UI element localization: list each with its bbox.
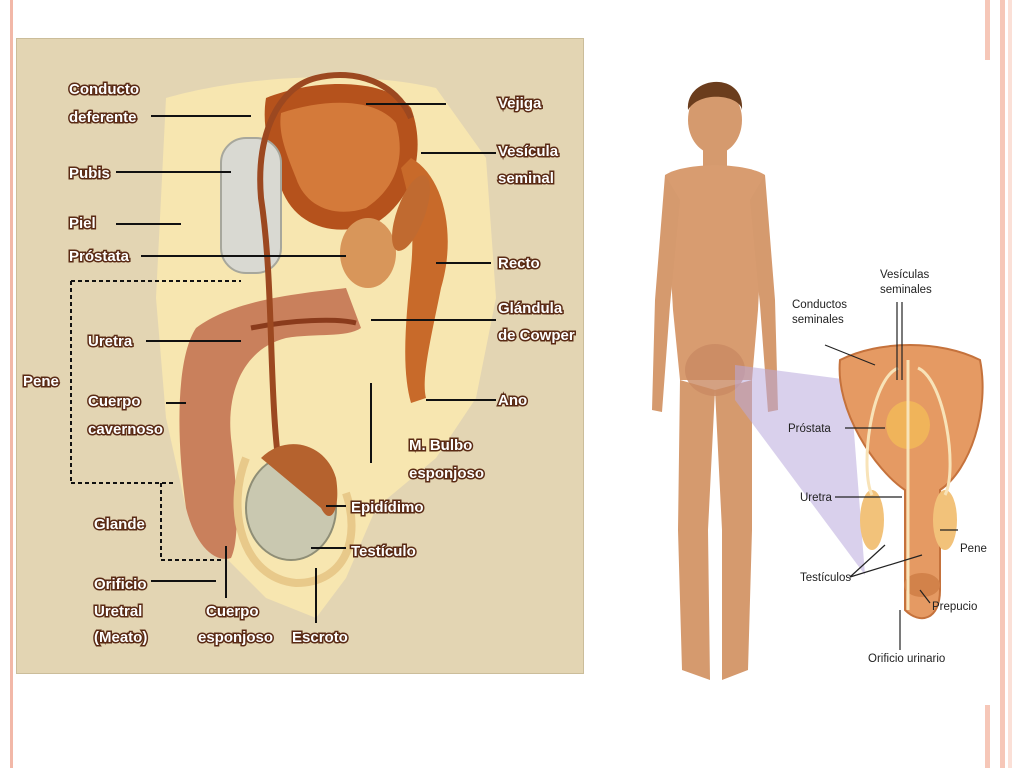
epididymis-shape — [261, 444, 338, 517]
body-figure-diagram: Vesículas seminales Conductos seminales … — [652, 81, 987, 680]
slide-border-right-outer — [1008, 0, 1012, 768]
label-uretra-right: Uretra — [800, 492, 833, 504]
label-ano: Ano — [498, 392, 527, 409]
label-orificio-urinario: Orificio urinario — [868, 653, 945, 665]
label-cuerpo: Cuerpo — [88, 393, 141, 410]
human-figure — [652, 81, 778, 680]
magnification-wedge — [735, 365, 865, 575]
slide-border-right — [1000, 0, 1005, 768]
seminal-vesicle-shape — [392, 175, 430, 251]
pubis-bone — [220, 137, 282, 274]
label-prostata-right: Próstata — [788, 423, 831, 435]
label-seminales: seminales — [880, 284, 932, 296]
label-conductos-seminales: seminales — [792, 314, 844, 326]
label-pene: Pene — [23, 373, 59, 390]
label-recto: Recto — [498, 255, 540, 272]
label-seminal: seminal — [498, 170, 554, 187]
label-piel: Piel — [69, 215, 96, 232]
label-vesiculas: Vesículas — [880, 269, 929, 281]
prostate-shape — [340, 218, 396, 288]
label-cavernoso: cavernoso — [88, 421, 163, 438]
label-pubis: Pubis — [69, 165, 110, 182]
label-epididimo: Epidídimo — [351, 499, 424, 516]
label-prostata: Próstata — [69, 248, 130, 265]
label-deferente: deferente — [69, 109, 137, 126]
scrotum-outline — [233, 456, 356, 588]
label-testiculos: Testículos — [800, 572, 851, 584]
label-testiculo: Testículo — [351, 543, 416, 560]
label-pene-right: Pene — [960, 543, 987, 555]
urethra-path — [250, 317, 357, 331]
sagittal-anatomy-diagram: Conducto deferente Pubis Piel Próstata P… — [16, 38, 584, 674]
label-m-bulbo: M. Bulbo — [409, 437, 472, 454]
label-vesicula: Vesícula — [498, 143, 559, 160]
label-meato: (Meato) — [94, 629, 147, 646]
label-bulbo-esponjoso: esponjoso — [409, 465, 484, 482]
label-glandula: Glándula — [498, 300, 563, 317]
vas-deferens-path — [257, 72, 414, 509]
label-uretra: Uretra — [88, 333, 133, 350]
label-glande: Glande — [94, 516, 145, 533]
slide-border-right-bottom — [985, 705, 990, 768]
slide-border-left — [10, 0, 13, 768]
label-orificio: Orificio — [94, 576, 147, 593]
label-cuerpo-esponjoso-2: esponjoso — [198, 629, 273, 646]
penis-shape — [179, 288, 361, 559]
bladder-inner — [280, 102, 400, 212]
slide-border-right-top — [985, 0, 990, 60]
label-uretral: Uretral — [94, 603, 142, 620]
label-conducto: Conducto — [69, 81, 139, 98]
penis-bracket — [70, 280, 241, 561]
label-escroto: Escroto — [292, 629, 348, 646]
label-de-cowper: de Cowper — [498, 327, 575, 344]
magnified-organ — [838, 344, 984, 620]
label-cuerpo-esponjoso-1: Cuerpo — [206, 603, 259, 620]
label-conductos: Conductos — [792, 299, 847, 311]
label-vejiga: Vejiga — [498, 95, 542, 112]
label-prepucio: Prepucio — [932, 601, 977, 613]
leader-lines — [116, 103, 496, 623]
figure-leader-lines — [824, 302, 958, 650]
